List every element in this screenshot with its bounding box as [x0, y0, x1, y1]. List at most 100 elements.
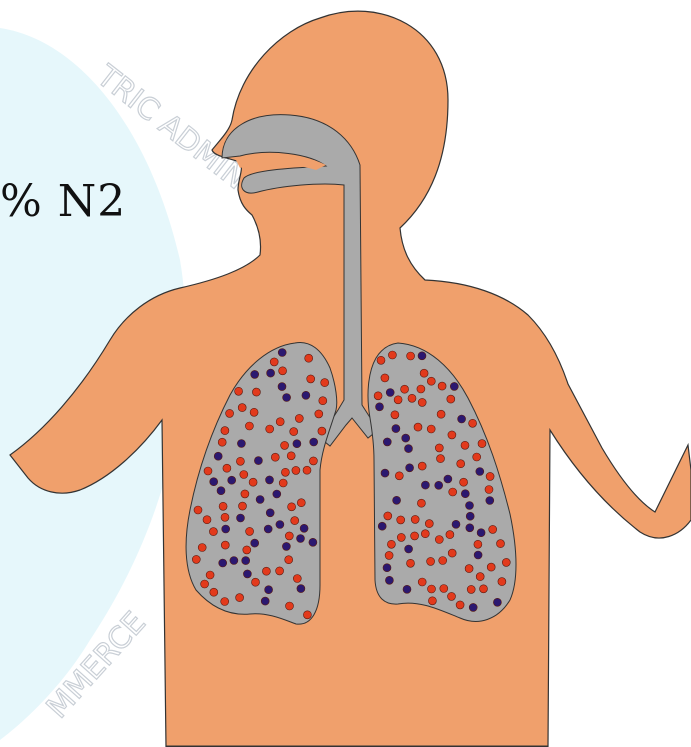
gas-particle-red — [266, 425, 274, 433]
gas-particle-red — [391, 411, 399, 419]
gas-particle-red — [427, 377, 435, 385]
gas-particle-blue — [381, 469, 389, 477]
gas-particle-red — [480, 585, 488, 593]
gas-particle-blue — [261, 597, 269, 605]
gas-particle-red — [407, 559, 415, 567]
gas-particle-blue — [219, 559, 227, 567]
gas-particle-blue — [256, 496, 264, 504]
gas-particle-red — [279, 367, 287, 375]
gas-particle-red — [315, 410, 323, 418]
gas-particle-red — [425, 520, 433, 528]
gas-particle-blue — [385, 576, 393, 584]
gas-particle-red — [293, 575, 301, 583]
gas-particle-red — [245, 422, 253, 430]
gas-particle-red — [252, 578, 260, 586]
gas-particle-red — [288, 503, 296, 511]
gas-particle-red — [276, 567, 284, 575]
gas-particle-red — [250, 408, 258, 416]
gas-particle-blue — [302, 391, 310, 399]
gas-particle-red — [223, 464, 231, 472]
gas-particle-red — [487, 563, 495, 571]
gas-particle-blue — [309, 538, 317, 546]
gas-particle-red — [210, 588, 218, 596]
gas-particle-red — [281, 441, 289, 449]
gas-particle-blue — [474, 551, 482, 559]
gas-particle-red — [476, 573, 484, 581]
gas-particle-red — [290, 428, 298, 436]
gas-particle-blue — [230, 557, 238, 565]
gas-particle-red — [279, 479, 287, 487]
gas-particle-red — [287, 452, 295, 460]
gas-particle-red — [303, 466, 311, 474]
gas-particle-blue — [476, 468, 484, 476]
gas-particle-red — [377, 356, 385, 364]
gas-particle-red — [411, 515, 419, 523]
gas-particle-blue — [265, 586, 273, 594]
gas-particle-blue — [466, 512, 474, 520]
gas-particle-red — [427, 557, 435, 565]
gas-particle-red — [457, 460, 465, 468]
gas-particle-red — [374, 392, 382, 400]
gas-particle-red — [198, 544, 206, 552]
gas-particle-red — [192, 555, 200, 563]
gas-particle-red — [209, 528, 217, 536]
gas-particle-blue — [403, 585, 411, 593]
gas-particle-blue — [297, 535, 305, 543]
gas-particle-blue — [405, 545, 413, 553]
gas-particle-red — [270, 358, 278, 366]
gas-particle-blue — [251, 370, 259, 378]
gas-particle-red — [414, 423, 422, 431]
gas-particle-blue — [243, 570, 251, 578]
gas-particle-red — [418, 398, 426, 406]
gas-particle-red — [489, 525, 497, 533]
gas-particle-red — [243, 546, 251, 554]
gas-particle-red — [384, 512, 392, 520]
gas-particle-blue — [237, 514, 245, 522]
gas-particle-red — [239, 502, 247, 510]
gas-particle-blue — [278, 383, 286, 391]
gas-particle-blue — [469, 603, 477, 611]
gas-particle-red — [460, 478, 468, 486]
gas-particle-red — [428, 585, 436, 593]
gas-particle-red — [221, 598, 229, 606]
gas-particle-red — [226, 409, 234, 417]
gas-particle-blue — [477, 529, 485, 537]
gas-particle-red — [262, 567, 270, 575]
gas-particle-red — [204, 467, 212, 475]
gas-particle-blue — [458, 415, 466, 423]
gas-particle-blue — [378, 522, 386, 530]
gas-particle-red — [297, 499, 305, 507]
gas-particle-red — [395, 472, 403, 480]
gas-particle-red — [456, 601, 464, 609]
gas-particle-red — [206, 571, 214, 579]
gas-particle-blue — [228, 476, 236, 484]
gas-particle-red — [418, 578, 426, 586]
gas-particle-blue — [278, 349, 286, 357]
gas-particle-blue — [282, 542, 290, 550]
gas-particle-blue — [251, 539, 259, 547]
gas-particle-red — [397, 533, 405, 541]
gas-particle-blue — [421, 481, 429, 489]
gas-particle-blue — [393, 496, 401, 504]
gas-particle-red — [449, 488, 457, 496]
gas-particle-red — [241, 490, 249, 498]
gas-particle-blue — [486, 497, 494, 505]
gas-particle-blue — [405, 445, 413, 453]
gas-particle-blue — [392, 425, 400, 433]
gas-particle-blue — [466, 502, 474, 510]
gas-particle-red — [387, 540, 395, 548]
gas-particle-blue — [283, 394, 291, 402]
gas-particle-blue — [493, 598, 501, 606]
gas-particle-red — [285, 556, 293, 564]
gas-particle-red — [309, 457, 317, 465]
gas-particle-red — [385, 551, 393, 559]
gas-particle-blue — [222, 525, 230, 533]
gas-particle-red — [285, 532, 293, 540]
gas-particle-blue — [273, 490, 281, 498]
gas-particle-red — [236, 594, 244, 602]
gas-particle-red — [465, 565, 473, 573]
gas-particle-red — [448, 592, 456, 600]
gas-particle-red — [408, 394, 416, 402]
gas-particle-blue — [237, 440, 245, 448]
